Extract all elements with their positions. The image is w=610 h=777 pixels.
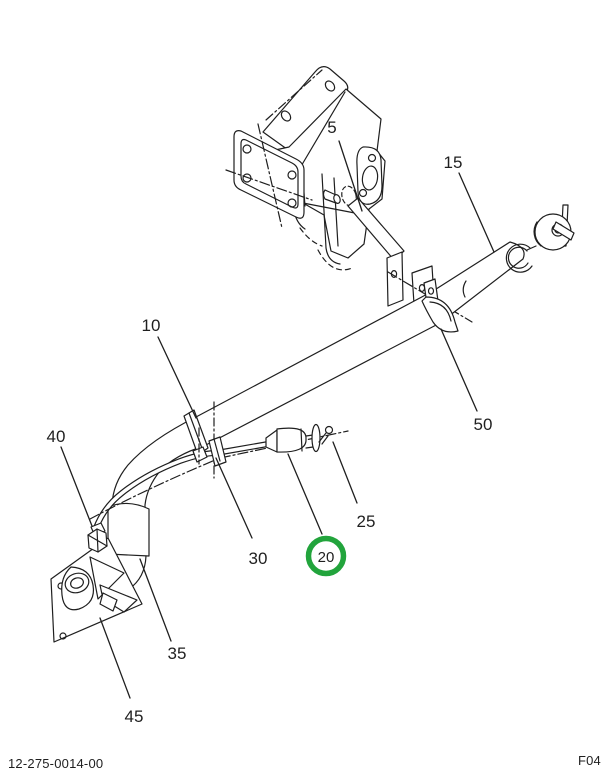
flange-hole — [358, 188, 368, 198]
callout-5[interactable]: 5 — [327, 118, 336, 137]
tube-surface-line — [462, 280, 467, 298]
callout-15[interactable]: 15 — [444, 153, 463, 172]
callout-20[interactable]: 20 — [318, 549, 335, 566]
cover-hole — [287, 170, 297, 180]
cover-hole — [242, 144, 252, 154]
bracket-hole — [59, 632, 67, 640]
highlighted-callout-20[interactable]: 20 — [305, 535, 347, 577]
leader-5 — [338, 140, 363, 212]
cap-depth-line — [533, 221, 542, 247]
retainer-pin-legs — [318, 432, 329, 445]
fitting-body — [276, 427, 307, 453]
centerline — [265, 69, 323, 121]
hidden-edge — [317, 249, 353, 271]
bolt-hole — [324, 80, 336, 92]
fitting-cone — [265, 429, 278, 453]
washer-disc — [311, 423, 321, 453]
clamp-hole — [427, 287, 435, 295]
flange-hole — [367, 153, 377, 163]
sleeve — [107, 502, 150, 557]
callout-40[interactable]: 40 — [47, 427, 66, 446]
p-clamp-strap — [421, 296, 459, 333]
saddle-clamp-line — [213, 438, 221, 462]
centerline — [257, 123, 283, 229]
cover-hole — [242, 173, 252, 183]
leader-10 — [157, 336, 197, 419]
document-number: 12-275-0014-00 — [8, 756, 104, 771]
snap-ring-inner — [507, 246, 529, 269]
block-edge — [299, 91, 346, 169]
leader-50 — [440, 328, 478, 412]
block-edge — [302, 202, 361, 215]
callout-labels: 5 15 10 50 40 25 30 35 45 20 — [47, 118, 493, 726]
support-strap — [347, 197, 405, 261]
block-leg — [321, 173, 341, 265]
callout-45[interactable]: 45 — [125, 707, 144, 726]
tube-drawing — [111, 241, 525, 555]
leader-30 — [215, 457, 253, 539]
highlight-ring[interactable] — [305, 535, 347, 577]
boss-inner — [70, 577, 84, 589]
gusset — [89, 556, 125, 600]
nut-facets — [87, 528, 108, 553]
centerline — [225, 169, 313, 201]
callout-10[interactable]: 10 — [142, 316, 161, 335]
p-clamp-inner — [429, 301, 452, 322]
small-tube-core — [220, 442, 270, 454]
retainer-pin-loop — [324, 425, 334, 435]
cover-plate-outer — [233, 130, 305, 219]
stud-end — [333, 194, 341, 204]
gusset-wedge — [99, 584, 138, 613]
leader-15 — [458, 172, 495, 253]
leader-20 — [287, 453, 323, 535]
handle-crossbar — [552, 221, 575, 241]
callout-30[interactable]: 30 — [249, 549, 268, 568]
snap-ring-end — [526, 245, 537, 251]
leader-45 — [99, 617, 131, 699]
bracket-drawing — [50, 537, 143, 643]
main-tube — [111, 241, 525, 555]
figure-code: F04 — [577, 753, 601, 768]
axis-centerline — [89, 430, 349, 520]
cap-drawing — [505, 204, 575, 273]
stud — [322, 189, 337, 204]
gusset-foot — [99, 592, 118, 612]
strap-tab — [386, 251, 404, 307]
leader-25 — [332, 441, 358, 504]
leader-35 — [139, 558, 172, 642]
fitting-end-line — [300, 428, 303, 452]
band-clamp-tab — [192, 446, 208, 463]
block-leg — [333, 177, 339, 247]
band-clamp-line — [188, 412, 204, 452]
bolt-hole — [280, 110, 292, 122]
leader-lines — [60, 140, 495, 699]
snap-ring-outer — [505, 243, 533, 273]
callout-50[interactable]: 50 — [474, 415, 493, 434]
cover-hole — [287, 198, 297, 208]
flange-port — [361, 165, 379, 191]
boss-outer — [64, 572, 90, 594]
leader-40 — [60, 446, 93, 527]
engine-bracket-drawing — [225, 66, 473, 323]
gauge-tube-drawing — [89, 401, 349, 520]
callout-25[interactable]: 25 — [357, 512, 376, 531]
hidden-edge — [299, 227, 323, 247]
callout-35[interactable]: 35 — [168, 644, 187, 663]
